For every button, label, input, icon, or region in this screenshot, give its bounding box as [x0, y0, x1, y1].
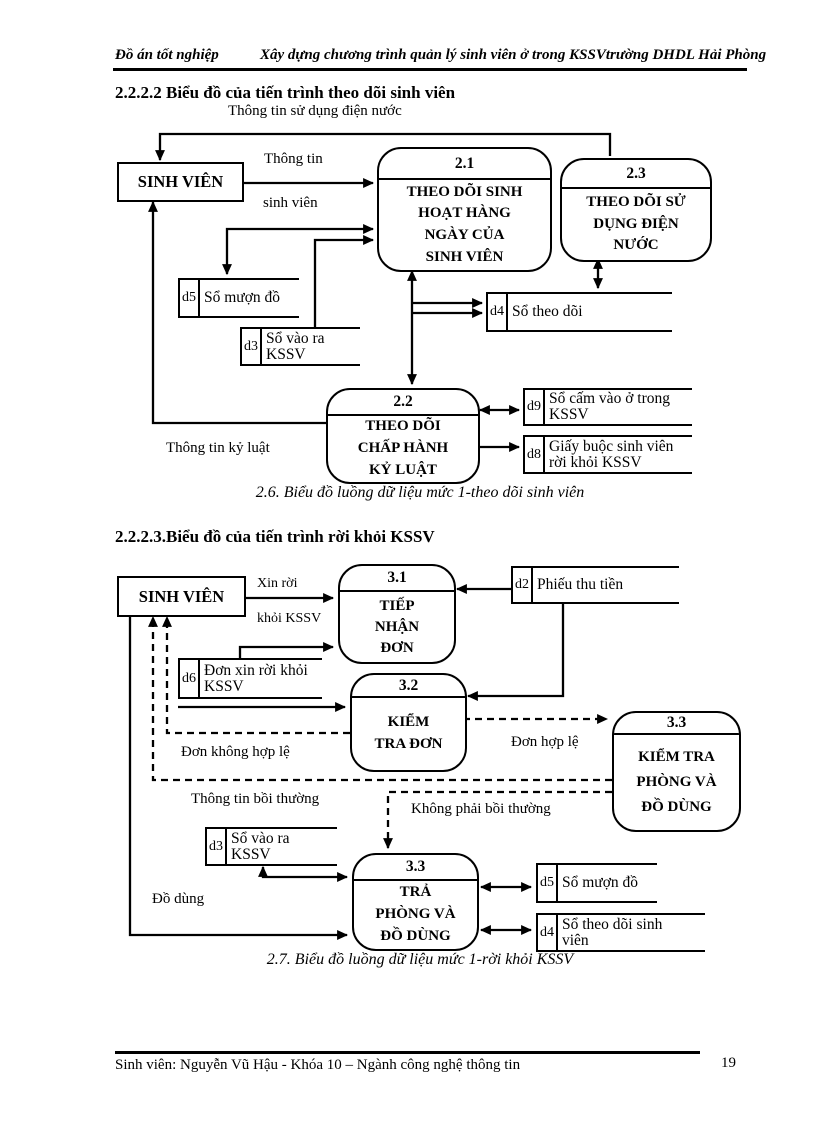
process-3-1: 3.1 TIẾP NHẬN ĐƠN: [338, 564, 456, 664]
store-d3-2-id: d3: [207, 829, 227, 864]
flow-label-don-khong-hop-le: Đơn không hợp lệ: [181, 744, 290, 760]
process-3-3-tra-phong: 3.3 TRẢ PHÒNG VÀ ĐỒ DÙNG: [352, 853, 479, 951]
header-left: Đồ án tốt nghiệp: [115, 47, 219, 63]
store-d3-2-name: Sổ vào ra KSSV: [231, 829, 290, 863]
store-d3-1-id: d3: [242, 329, 262, 364]
flow-label-sinh-vien: sinh viên: [263, 195, 318, 211]
process-2-3-name: THEO DÕI SỬ DỤNG ĐIỆN NƯỚC: [586, 193, 686, 254]
process-3-3-tra-phong-name: TRẢ PHÒNG VÀ ĐỒ DÙNG: [375, 884, 456, 944]
flow-label-thong-tin-boi-thuong: Thông tin bồi thường: [191, 791, 320, 807]
process-3-2: 3.2 KIỂM TRA ĐƠN: [350, 673, 467, 772]
flow-label-khong-phai-boi-thuong: Không phải bồi thường: [411, 801, 551, 817]
store-d5-2: d5 Sổ mượn đồ: [536, 863, 657, 903]
process-2-1: 2.1 THEO DÕI SINH HOẠT HÀNG NGÀY CỦA SIN…: [377, 147, 552, 272]
store-d9-name: Sổ cấm vào ở trong KSSV: [549, 390, 670, 423]
process-2-3: 2.3 THEO DÕI SỬ DỤNG ĐIỆN NƯỚC: [560, 158, 712, 262]
footer-rule: [115, 1051, 700, 1054]
process-3-3-tra-phong-number: 3.3: [354, 855, 477, 881]
figure-caption-2-7: 2.7. Biểu đồ luồng dữ liệu mức 1-rời khỏ…: [266, 951, 574, 968]
store-d4-2-id: d4: [538, 915, 558, 950]
entity-sinh-vien-1: SINH VIÊN: [117, 162, 244, 202]
process-3-2-name: KIỂM TRA ĐƠN: [374, 714, 443, 752]
flow-d3-p33b: [258, 865, 349, 882]
flow-d3-p21: [313, 235, 375, 327]
store-d9-id: d9: [525, 390, 545, 424]
store-d6: d6 Đơn xin rời khỏi KSSV: [178, 658, 322, 699]
process-3-1-number: 3.1: [340, 566, 454, 592]
flow-d2-p32: [466, 600, 565, 701]
flow-label-do-dung: Đồ dùng: [152, 891, 205, 907]
process-2-2-name: THEO DÕI CHẤP HÀNH KỶ LUẬT: [357, 418, 449, 478]
process-2-3-number: 2.3: [562, 160, 710, 189]
store-d5-2-name: Sổ mượn đồ: [562, 874, 639, 891]
store-d3-1-name: Sổ vào ra KSSV: [266, 329, 325, 363]
footer-text: Sinh viên: Nguyễn Vũ Hậu - Khóa 10 – Ngà…: [115, 1057, 521, 1073]
store-d3-2: d3 Sổ vào ra KSSV: [205, 827, 337, 866]
store-d4-1-name: Sổ theo dõi: [512, 303, 583, 320]
store-d5-1-name: Sổ mượn đồ: [204, 289, 281, 306]
flow-label-ky-luat: Thông tin kỷ luật: [166, 440, 270, 456]
flow-d6-p31: [238, 642, 335, 658]
flow-do-dung: [128, 613, 349, 940]
store-d8-name: Giấy buộc sinh viên rời khỏi KSSV: [549, 437, 674, 471]
process-3-1-name: TIẾP NHẬN ĐƠN: [374, 597, 420, 656]
store-d2: d2 Phiếu thu tiền: [511, 566, 679, 604]
store-d4-2: d4 Sổ theo dõi sinh viên: [536, 913, 705, 952]
figure-caption-2-6: 2.6. Biểu đồ luồng dữ liệu mức 1-theo dõ…: [255, 484, 585, 501]
process-2-1-name: THEO DÕI SINH HOẠT HÀNG NGÀY CỦA SINH VI…: [406, 183, 523, 265]
process-3-3-kiem-tra: 3.3 KIỂM TRA PHÒNG VÀ ĐỒ DÙNG: [612, 711, 741, 832]
flow-label-khoi-kssv: khỏi KSSV: [257, 611, 322, 626]
store-d8-id: d8: [525, 437, 545, 472]
store-d5-1: d5 Sổ mượn đồ: [178, 278, 299, 318]
process-3-3-kiem-tra-name: KIỂM TRA PHÒNG VÀ ĐỒ DÙNG: [636, 749, 717, 815]
process-2-2: 2.2 THEO DÕI CHẤP HÀNH KỶ LUẬT: [326, 388, 480, 484]
flow-label-xin-roi: Xin rời: [257, 576, 298, 591]
store-d4-1: d4 Sổ theo dõi: [486, 292, 672, 332]
process-2-1-number: 2.1: [379, 149, 550, 180]
flow-dien-nuoc: [155, 132, 612, 162]
flow-label-thong-tin: Thông tin: [264, 151, 323, 167]
flow-khong-phai-boi-thuong: [383, 790, 612, 850]
header-rule: [113, 68, 747, 71]
store-d6-id: d6: [180, 660, 200, 697]
store-d5-2-id: d5: [538, 865, 558, 901]
store-d2-name: Phiếu thu tiền: [537, 576, 624, 593]
section1-heading: 2.2.2.2 Biểu đồ của tiến trình theo dõi …: [115, 83, 456, 102]
flow-ky-luat: [148, 200, 326, 425]
header-right: Xây dựng chương trình quản lý sinh viên …: [260, 47, 767, 63]
page-number: 19: [721, 1055, 736, 1071]
store-d3-1: d3 Sổ vào ra KSSV: [240, 327, 360, 366]
store-d6-name: Đơn xin rời khỏi KSSV: [204, 661, 308, 695]
store-d8: d8 Giấy buộc sinh viên rời khỏi KSSV: [523, 435, 692, 474]
flow-d5-p21: [222, 224, 375, 276]
flow-thong-tin-boi-thuong: [148, 615, 612, 782]
flow-label-dien-nuoc: Thông tin sử dụng điện nước: [228, 103, 402, 119]
process-2-2-number: 2.2: [328, 390, 478, 416]
entity-sinh-vien-2: SINH VIÊN: [117, 576, 246, 617]
store-d5-1-id: d5: [180, 280, 200, 316]
flow-don-khong-hop-le: [162, 615, 350, 735]
store-d2-id: d2: [513, 568, 533, 602]
process-3-3-kiem-tra-number: 3.3: [614, 713, 739, 735]
flow-label-don-hop-le: Đơn hợp lệ: [511, 734, 579, 750]
store-d9: d9 Sổ cấm vào ở trong KSSV: [523, 388, 692, 426]
process-3-2-number: 3.2: [352, 675, 465, 698]
store-d4-1-id: d4: [488, 294, 508, 330]
section2-heading: 2.2.2.3.Biểu đồ của tiến trình rời khỏi …: [115, 527, 435, 546]
store-d4-2-name: Sổ theo dõi sinh viên: [562, 915, 663, 949]
